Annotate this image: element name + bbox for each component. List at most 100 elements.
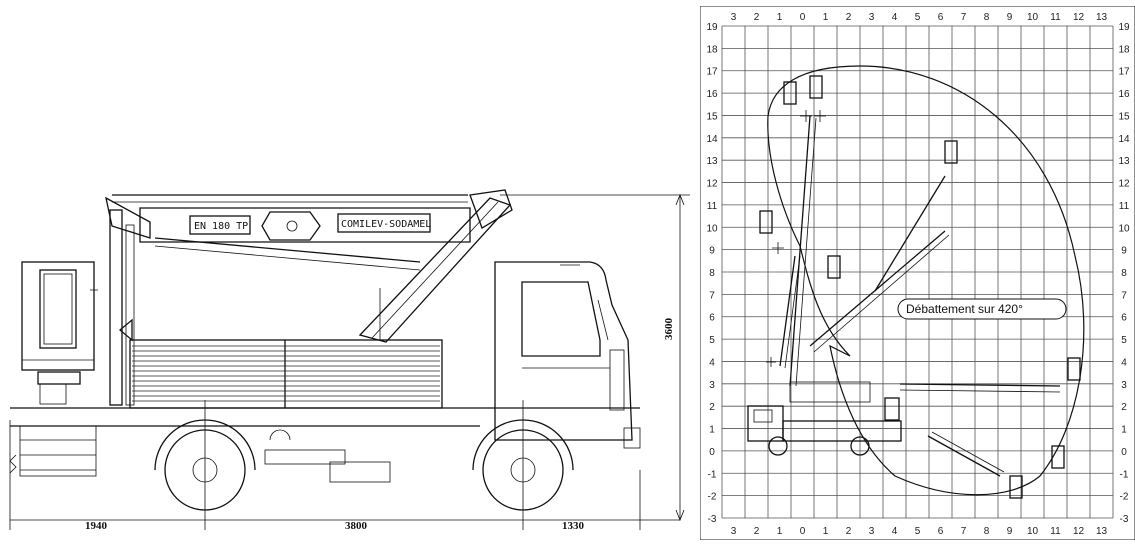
right-axis-label: 9 bbox=[1121, 246, 1127, 257]
top-axis-label: 12 bbox=[1073, 12, 1085, 23]
brand-label: COMILEV-SODAMEL bbox=[341, 219, 431, 230]
left-axis-label: 10 bbox=[706, 223, 718, 234]
rotation-annotation: Débattement sur 420° bbox=[906, 302, 1023, 316]
top-axis-label: 11 bbox=[1050, 12, 1061, 23]
top-axis-label: 13 bbox=[1096, 12, 1108, 23]
chassis bbox=[9, 407, 640, 483]
top-axis-label: 0 bbox=[800, 12, 806, 23]
dimension-lines bbox=[9, 193, 690, 530]
right-axis-label: 17 bbox=[1118, 67, 1130, 78]
top-axis-label: 4 bbox=[892, 12, 898, 23]
right-axis-label: 5 bbox=[1121, 335, 1127, 346]
top-axis-label: 3 bbox=[869, 12, 875, 23]
dimension-front-overhang: 1330 bbox=[562, 520, 585, 532]
right-axis-label: 13 bbox=[1118, 156, 1130, 167]
bottom-axis-label: 10 bbox=[1027, 526, 1039, 537]
left-axis-label: 2 bbox=[709, 402, 715, 413]
right-axis-label: 6 bbox=[1121, 313, 1127, 324]
left-axis-label: 16 bbox=[706, 89, 718, 100]
left-axis-label: 17 bbox=[706, 67, 718, 78]
right-axis-label: 2 bbox=[1121, 402, 1127, 413]
left-axis-label: 3 bbox=[709, 380, 715, 391]
upper-boom bbox=[112, 194, 471, 271]
left-axis-label: 4 bbox=[709, 357, 715, 368]
left-axis-label: 11 bbox=[707, 201, 718, 212]
left-axis-label: 18 bbox=[706, 44, 718, 55]
bottom-axis-label: 11 bbox=[1050, 526, 1061, 537]
mast bbox=[105, 196, 151, 406]
boom-model-label: EN 180 TP bbox=[194, 221, 248, 232]
right-axis-label: 11 bbox=[1119, 201, 1130, 212]
lower-boom bbox=[358, 189, 513, 343]
storage-box bbox=[129, 339, 443, 409]
bottom-axis-label: 5 bbox=[915, 526, 921, 537]
left-axis-label: -3 bbox=[708, 514, 717, 525]
top-axis-label: 5 bbox=[915, 12, 921, 23]
top-axis-label: 2 bbox=[754, 12, 760, 23]
bottom-axis-label: 2 bbox=[846, 526, 852, 537]
bottom-axis-label: 4 bbox=[892, 526, 898, 537]
left-axis-label: 14 bbox=[706, 134, 718, 145]
right-axis-label: 0 bbox=[1121, 447, 1127, 458]
right-axis-label: 15 bbox=[1118, 111, 1130, 122]
right-axis-label: -3 bbox=[1120, 514, 1129, 525]
right-axis-label: 10 bbox=[1118, 223, 1130, 234]
right-axis-label: -1 bbox=[1120, 469, 1129, 480]
bottom-axis-label: 8 bbox=[984, 526, 990, 537]
right-axis-label: 12 bbox=[1118, 179, 1130, 190]
bottom-axis-label: 0 bbox=[800, 526, 806, 537]
top-axis-label: 6 bbox=[938, 12, 944, 23]
dimension-height: 3600 bbox=[663, 318, 675, 341]
top-axis-label: 2 bbox=[846, 12, 852, 23]
bottom-axis-label: 1 bbox=[823, 526, 829, 537]
top-axis-label: 7 bbox=[961, 12, 967, 23]
right-axis-label: -2 bbox=[1120, 492, 1129, 503]
dimension-wheelbase: 3800 bbox=[345, 520, 368, 532]
bottom-axis-label: 2 bbox=[754, 526, 760, 537]
bottom-axis-label: 13 bbox=[1096, 526, 1108, 537]
left-axis-label: 1 bbox=[709, 425, 715, 436]
right-axis-label: 8 bbox=[1121, 268, 1127, 279]
bottom-axis-label: 9 bbox=[1007, 526, 1013, 537]
left-axis-label: 6 bbox=[709, 313, 715, 324]
left-axis-label: -2 bbox=[708, 492, 717, 503]
right-axis-label: 1 bbox=[1121, 425, 1127, 436]
truck-cab bbox=[494, 261, 641, 449]
platform-basket bbox=[21, 261, 98, 405]
bottom-axis-label: 7 bbox=[961, 526, 967, 537]
bottom-axis-label: 12 bbox=[1073, 526, 1085, 537]
mini-truck bbox=[747, 381, 902, 456]
left-axis-label: -1 bbox=[708, 469, 717, 480]
bottom-axis-label: 3 bbox=[869, 526, 875, 537]
top-axis-label: 3 bbox=[731, 12, 737, 23]
boom-positions bbox=[759, 75, 1081, 499]
bottom-axis-label: 3 bbox=[731, 526, 737, 537]
left-axis-label: 8 bbox=[709, 268, 715, 279]
truck-drawing: EN 180 TP COMILEV-SODAMEL bbox=[9, 189, 690, 532]
left-axis-label: 7 bbox=[709, 290, 715, 301]
left-axis-label: 9 bbox=[709, 246, 715, 257]
left-axis-label: 15 bbox=[706, 111, 718, 122]
top-axis-label: 10 bbox=[1027, 12, 1039, 23]
grid-lines bbox=[721, 25, 1114, 519]
left-axis-label: 5 bbox=[709, 335, 715, 346]
right-axis-label: 18 bbox=[1118, 44, 1130, 55]
left-axis-label: 13 bbox=[706, 156, 718, 167]
envelope-outline bbox=[767, 65, 1085, 496]
bottom-axis-label: 6 bbox=[938, 526, 944, 537]
top-axis-label: 1 bbox=[777, 12, 783, 23]
right-axis-label: 16 bbox=[1118, 89, 1130, 100]
right-axis-label: 3 bbox=[1121, 380, 1127, 391]
right-axis-label: 4 bbox=[1121, 357, 1127, 368]
top-axis-label: 8 bbox=[984, 12, 990, 23]
top-axis-label: 1 bbox=[823, 12, 829, 23]
dimension-rear-overhang: 1940 bbox=[85, 520, 108, 532]
annotation-box bbox=[897, 298, 1067, 320]
top-axis-label: 9 bbox=[1007, 12, 1013, 23]
bottom-axis-label: 1 bbox=[777, 526, 783, 537]
right-axis-label: 14 bbox=[1118, 134, 1130, 145]
truck-side-elevation: EN 180 TP COMILEV-SODAMEL bbox=[9, 189, 690, 532]
right-axis-label: 19 bbox=[1118, 22, 1130, 33]
